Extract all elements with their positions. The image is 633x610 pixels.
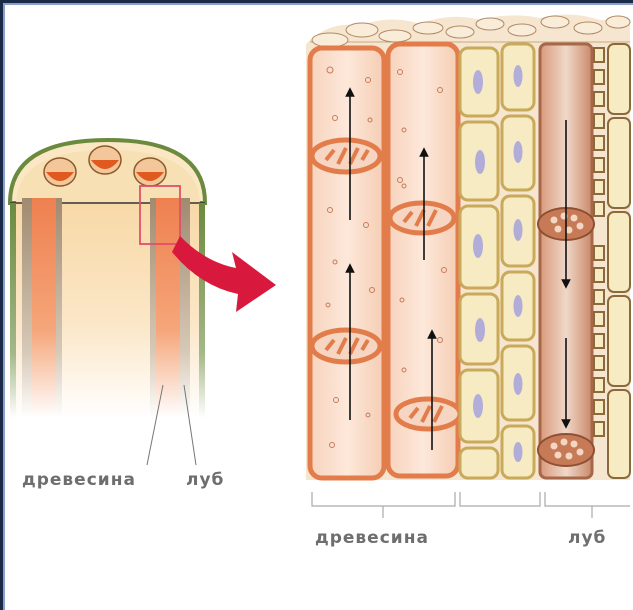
- vessel-column-2: [388, 44, 460, 476]
- region-brackets: [312, 492, 630, 518]
- sieve-tube: [538, 44, 594, 478]
- label-bast-left: луб: [186, 470, 224, 490]
- vessel-column-1: [310, 48, 384, 478]
- label-bast-right: луб: [568, 528, 606, 548]
- label-wood-right: древесина: [315, 528, 429, 548]
- stem-schematic: [10, 140, 205, 465]
- label-wood-left: древесина: [22, 470, 136, 490]
- parenchyma-cells: [460, 44, 534, 478]
- tissue-detail: [306, 14, 630, 518]
